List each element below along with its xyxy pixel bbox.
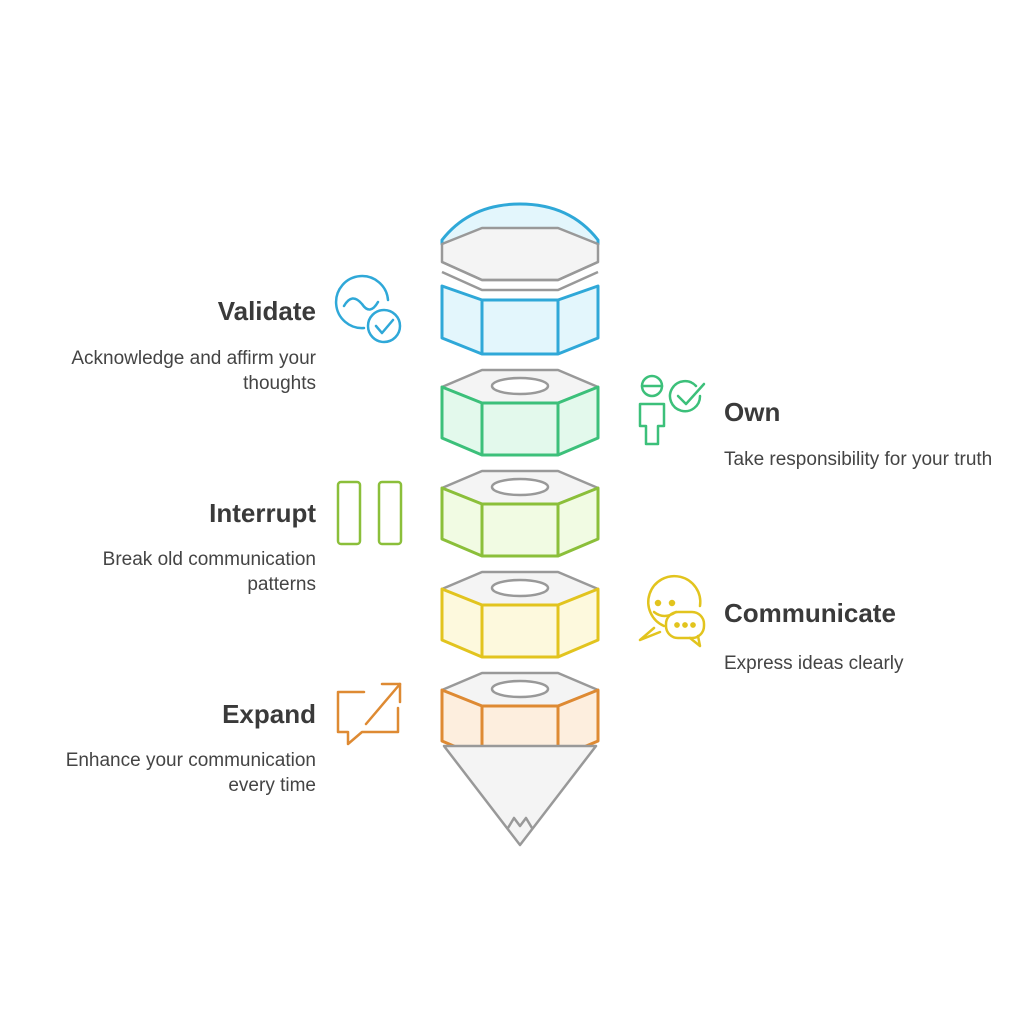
step-desc-validate: Acknowledge and affirm your thoughts — [71, 348, 316, 394]
expand-arrow-icon — [336, 682, 402, 746]
pause-icon — [336, 480, 403, 546]
pencil-cap-validate — [440, 202, 600, 356]
step-desc-own: Take responsibility for your truth — [724, 449, 993, 470]
pencil-segment-own — [440, 368, 600, 457]
heart-check-icon — [334, 274, 402, 344]
step-desc-communicate: Express ideas clearly — [724, 653, 904, 674]
step-title-validate: Validate — [217, 296, 316, 326]
pencil-segment-expand — [440, 671, 600, 760]
step-desc-expand: Enhance your communication every time — [65, 750, 316, 796]
step-title-communicate: Communicate — [724, 598, 896, 628]
step-title-own: Own — [724, 397, 781, 427]
step-desc-interrupt: Break old communication patterns — [102, 549, 316, 595]
step-title-expand: Expand — [222, 699, 316, 729]
pencil-tip — [442, 744, 598, 847]
speech-bubbles-icon — [638, 574, 706, 648]
pencil-segment-communicate — [440, 570, 600, 659]
pencil-segment-interrupt — [440, 469, 600, 558]
step-title-interrupt: Interrupt — [209, 498, 316, 528]
person-check-icon — [638, 374, 706, 446]
